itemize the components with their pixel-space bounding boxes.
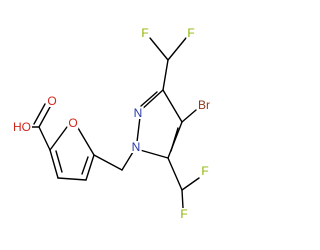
bond-furan-c2-to-c3	[49, 149, 59, 179]
bond-chf2-top-to-f1	[149, 37, 169, 61]
atom-label-o-ring: O	[67, 116, 79, 130]
bond-furan-c3-to-c4	[57, 177, 87, 181]
bond-cooh-to-o	[38, 106, 51, 128]
atom-label-n1: N	[130, 140, 142, 154]
atom-label-ho: HO	[12, 120, 32, 134]
atom-label-f4: F	[179, 207, 189, 221]
bond-c5-to-chf2-low	[167, 157, 183, 191]
bond-furan-o-to-c2	[49, 126, 68, 151]
atom-label-n2: N	[132, 106, 144, 120]
bond-chf2-top-to-f2	[167, 37, 187, 61]
bond-n1-to-ch2	[121, 151, 134, 171]
molecule-diagram: F F Br N N HO O O F F	[12, 26, 211, 221]
atom-label-br: Br	[197, 98, 211, 112]
bond-c5-to-c4-double	[170, 127, 179, 152]
atom-label-f3: F	[200, 164, 210, 178]
bond-c4-to-br	[181, 109, 197, 123]
bond-n2-to-n1	[136, 116, 141, 143]
bond-chf2-low-to-f4	[181, 189, 184, 209]
bond-n1-to-c5	[139, 149, 169, 159]
atom-label-o-carbonyl: O	[46, 94, 58, 108]
bond-furan-c2-to-cooh	[38, 126, 51, 151]
bond-c3-to-n2	[139, 89, 164, 112]
bond-furan-c5-to-o	[77, 127, 95, 156]
bond-chf2-top-to-c3	[162, 59, 169, 91]
bond-furan-c4-to-c5-double	[81, 156, 89, 175]
bond-chf2-low-to-f3	[181, 177, 200, 191]
atom-label-f1: F	[140, 26, 150, 40]
bond-furan-c4-to-c5	[85, 154, 95, 181]
bond-c4-to-c3	[162, 89, 183, 123]
bond-furan-c2-to-c3-double	[55, 150, 63, 173]
atom-label-f2: F	[186, 26, 196, 40]
bond-layer	[31, 37, 200, 209]
bond-cooh-to-o-double	[33, 103, 46, 125]
bond-c3-to-n2-double	[140, 91, 158, 107]
bond-ch2-to-furan-c5	[93, 154, 123, 171]
